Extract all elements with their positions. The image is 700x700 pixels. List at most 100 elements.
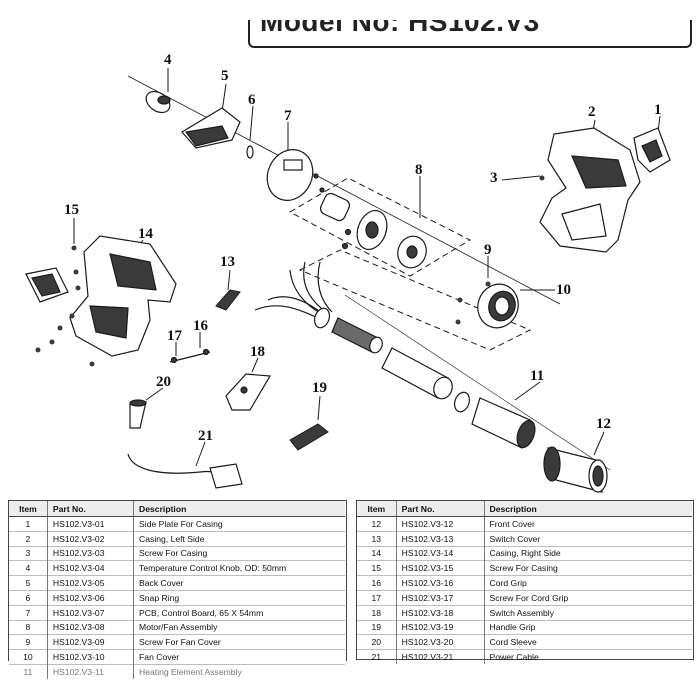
cord-grip-part: [169, 348, 211, 364]
cell-desc: PCB, Control Board, 65 X 54mm: [133, 604, 345, 621]
leader-3: [501, 175, 541, 181]
cell-desc: Casing, Right Side: [484, 545, 692, 561]
cell-part: HS102.V3-14: [396, 545, 485, 561]
casing-right-part: [69, 235, 177, 357]
cell-item: 11: [9, 663, 48, 679]
cell-item: 16: [357, 575, 397, 591]
cell-part: HS102.V3-18: [396, 604, 485, 621]
cell-item: 19: [357, 619, 397, 635]
assembly-axis-line: [127, 75, 561, 305]
cell-item: 2: [9, 530, 48, 547]
cell-desc: Handle Grip: [484, 619, 692, 635]
callout-13: 13: [220, 254, 235, 270]
cell-part: HS102.V3-11: [47, 663, 135, 679]
cell-part: HS102.V3-21: [396, 649, 485, 664]
cell-part: HS102.V3-17: [396, 589, 485, 606]
fan-cover-part: [477, 283, 519, 329]
cell-part: HS102.V3-16: [396, 575, 485, 591]
cell-desc: Screw For Casing: [133, 545, 345, 561]
cell-part: HS102.V3-08: [47, 619, 135, 635]
cell-item: 13: [357, 530, 397, 547]
callout-6: 6: [248, 92, 256, 108]
cell-part: HS102.V3-13: [396, 530, 485, 547]
leader-6: [249, 105, 254, 141]
table-header-desc: Description: [133, 501, 345, 517]
model-title: Model No: HS102.V3: [260, 20, 540, 37]
callout-21: 21: [198, 428, 213, 444]
cell-desc: Front Cover: [484, 516, 692, 532]
cell-item: 4: [9, 560, 48, 576]
motor-fan-dashed-box: [288, 177, 472, 277]
callout-18: 18: [250, 344, 265, 360]
callout-15: 15: [64, 202, 79, 218]
cell-desc: Screw For Fan Cover: [133, 634, 345, 650]
cell-part: HS102.V3-07: [47, 604, 135, 621]
leader-21: [195, 441, 206, 467]
leader-18: [251, 357, 259, 373]
cell-item: 15: [357, 560, 397, 576]
leader-12: [593, 431, 605, 456]
cell-part: HS102.V3-01: [47, 516, 135, 532]
cell-desc: Casing, Left Side: [133, 530, 345, 547]
motor-fan-part: [319, 192, 427, 269]
cell-desc: Snap Ring: [133, 589, 345, 606]
side-plate-right-part: [25, 267, 69, 303]
front-cover-part: [543, 446, 608, 493]
cell-desc: Back Cover: [133, 575, 345, 591]
cell-item: 17: [357, 589, 397, 606]
callout-12: 12: [596, 416, 611, 432]
temperature-knob-part: [145, 90, 171, 114]
snap-ring-part: [246, 145, 254, 159]
cell-part: HS102.V3-20: [396, 634, 485, 650]
cell-desc: Cord Grip: [484, 575, 692, 591]
switch-assembly-part: [225, 373, 272, 411]
side-plate-part: [633, 127, 671, 173]
table-header-part: Part No.: [47, 501, 135, 517]
cell-item: 5: [9, 575, 48, 591]
cell-part: HS102.V3-09: [47, 634, 135, 650]
callout-1: 1: [654, 102, 662, 118]
callout-11: 11: [530, 368, 545, 384]
cell-part: HS102.V3-06: [47, 589, 135, 606]
heating-element-part: [313, 307, 536, 449]
callout-5: 5: [221, 68, 229, 84]
cell-item: 3: [9, 545, 48, 561]
cell-item: 12: [357, 516, 397, 532]
callout-10: 10: [556, 282, 571, 298]
parts-drawing: [25, 68, 671, 493]
cell-part: HS102.V3-05: [47, 575, 135, 591]
cell-item: 14: [357, 545, 397, 561]
casing-screw-part: [539, 175, 545, 181]
cell-desc: Temperature Control Knob, OD: 50mm: [133, 560, 345, 576]
leader-20: [145, 387, 164, 401]
leader-13: [227, 269, 231, 291]
callout-9: 9: [484, 242, 492, 258]
table-header-desc: Description: [484, 501, 692, 517]
cell-item: 8: [9, 619, 48, 635]
cell-part: HS102.V3-04: [47, 560, 135, 576]
table-header-item: Item: [9, 501, 48, 517]
handle-grip-part: [289, 423, 329, 451]
cell-part: HS102.V3-02: [47, 530, 135, 547]
table-header-item: Item: [357, 501, 397, 517]
callout-3: 3: [490, 170, 498, 186]
switch-cover-part: [215, 289, 241, 311]
parts-table-left-frame: [8, 500, 347, 661]
cell-desc: Heating Element Assembly: [133, 663, 345, 679]
